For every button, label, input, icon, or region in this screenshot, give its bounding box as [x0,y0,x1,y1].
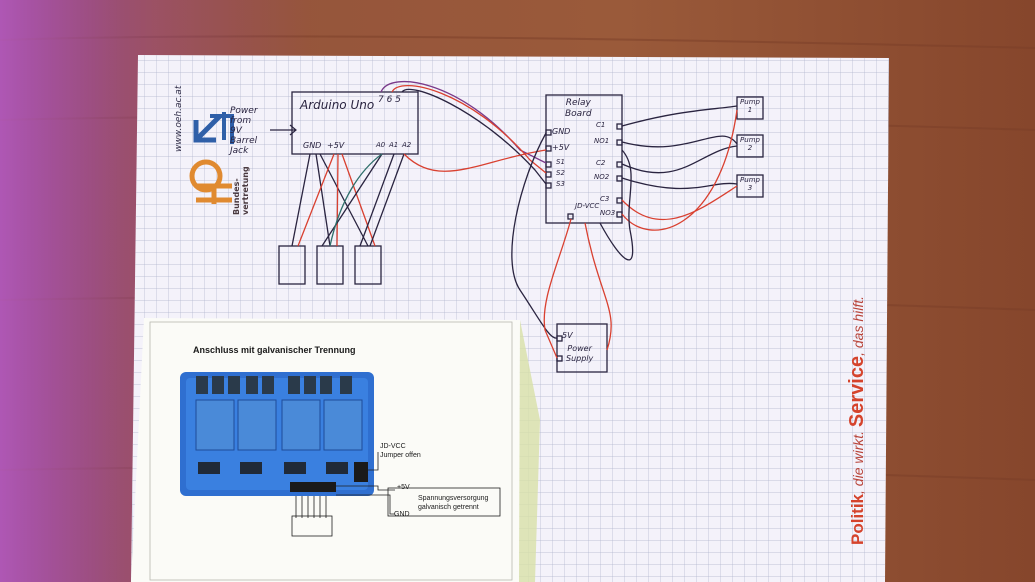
relay-module-picture [180,372,374,496]
logo-url: www.oeh.ac.at [174,85,184,152]
power-note: Power from 9V Barrel Jack [230,106,258,156]
wires [291,80,738,359]
slogan-part1: Politik [848,493,867,545]
relay-pin-no2: NO2 [594,173,610,181]
supply-line1: Power [567,344,592,353]
pump-1-line1: Pump [740,98,760,106]
relay-title-line1: Relay [565,98,591,108]
supply-line2: Supply [566,354,594,363]
arduino-pin-a2: A2 [402,141,412,149]
relay-pin-s3: S3 [556,180,565,188]
logo-name-line1: Bundes- [232,178,241,215]
printout-jdvcc-line1: JD-VCC [380,443,406,450]
relay-pin-5v: +5V [552,143,570,152]
arduino-pin-a1: A1 [389,141,399,149]
relay-pin-c2: C2 [596,159,606,167]
printout-supply-line2: galvanisch getrennt [418,504,479,511]
relay-pin-jdvcc: JD-VCC [575,202,600,210]
arduino-box [291,91,419,155]
power-note-line4: Barrel [230,136,258,146]
arduino-pin-a0: A0 [376,141,386,149]
printout-plus5v: +5V [397,484,410,491]
printout-jdvcc-line2: Jumper offen [380,452,421,459]
relay-pin-s2: S2 [556,169,565,177]
pump-2-line1: Pump [740,136,760,144]
arduino-pin-gnd: GND [303,141,322,150]
power-note-line5: Jack [230,146,249,156]
printout-gnd: GND [394,511,410,518]
pump-2-label: Pump 2 [739,136,761,152]
pump-1-label: Pump 1 [739,98,761,114]
logo-name: Bundes- vertretung [232,166,250,215]
printout-supply-line1: Spannungsversorgung [418,495,489,502]
pump-3-line2: 3 [747,184,753,192]
pump-2-line2: 2 [747,144,753,152]
relay-pin-no1: NO1 [594,137,610,145]
power-note-line3: 9V [230,126,242,136]
relay-pin-gnd: GND [552,127,571,136]
oeh-logo-mark [189,112,234,204]
pump-1-box [736,96,764,120]
relay-title-line2: Board [565,109,592,119]
supply-label: Power Supply [566,344,593,364]
relay-pin-no3: NO3 [600,209,616,217]
arduino-title: Arduino Uno [300,98,375,112]
relay-pin-c1: C1 [596,121,606,129]
power-note-line2: from [230,116,252,126]
arduino-pin-5v: +5V [327,141,345,150]
relay-board-box [545,94,623,224]
pump-3-line1: Pump [740,176,760,184]
relay-title: Relay Board [565,98,592,120]
supply-pin-5v: 5V [562,331,573,340]
slogan-part4: , das hilft. [850,295,866,356]
power-note-line1: Power [230,106,258,116]
slogan-part2: , die wirkt. [850,427,866,494]
pump-3-label: Pump 3 [739,176,761,192]
relay-pin-s1: S1 [556,158,565,166]
relay-pin-c3: C3 [600,195,610,203]
printout-wiring [291,452,501,537]
printout-jdvcc: JD-VCC Jumper offen [380,442,421,460]
slogan: Politik, die wirkt. Service, das hilft. [846,296,869,545]
arduino-pins-top: 7 6 5 [378,95,401,105]
printout-title: Anschluss mit galvanischer Trennung [193,345,356,355]
slogan-part3: Service [846,355,868,428]
pump-1-line2: 1 [747,106,753,114]
logo-name-line2: vertretung [241,166,250,215]
printout-supply: Spannungsversorgung galvanisch getrennt [418,494,488,512]
